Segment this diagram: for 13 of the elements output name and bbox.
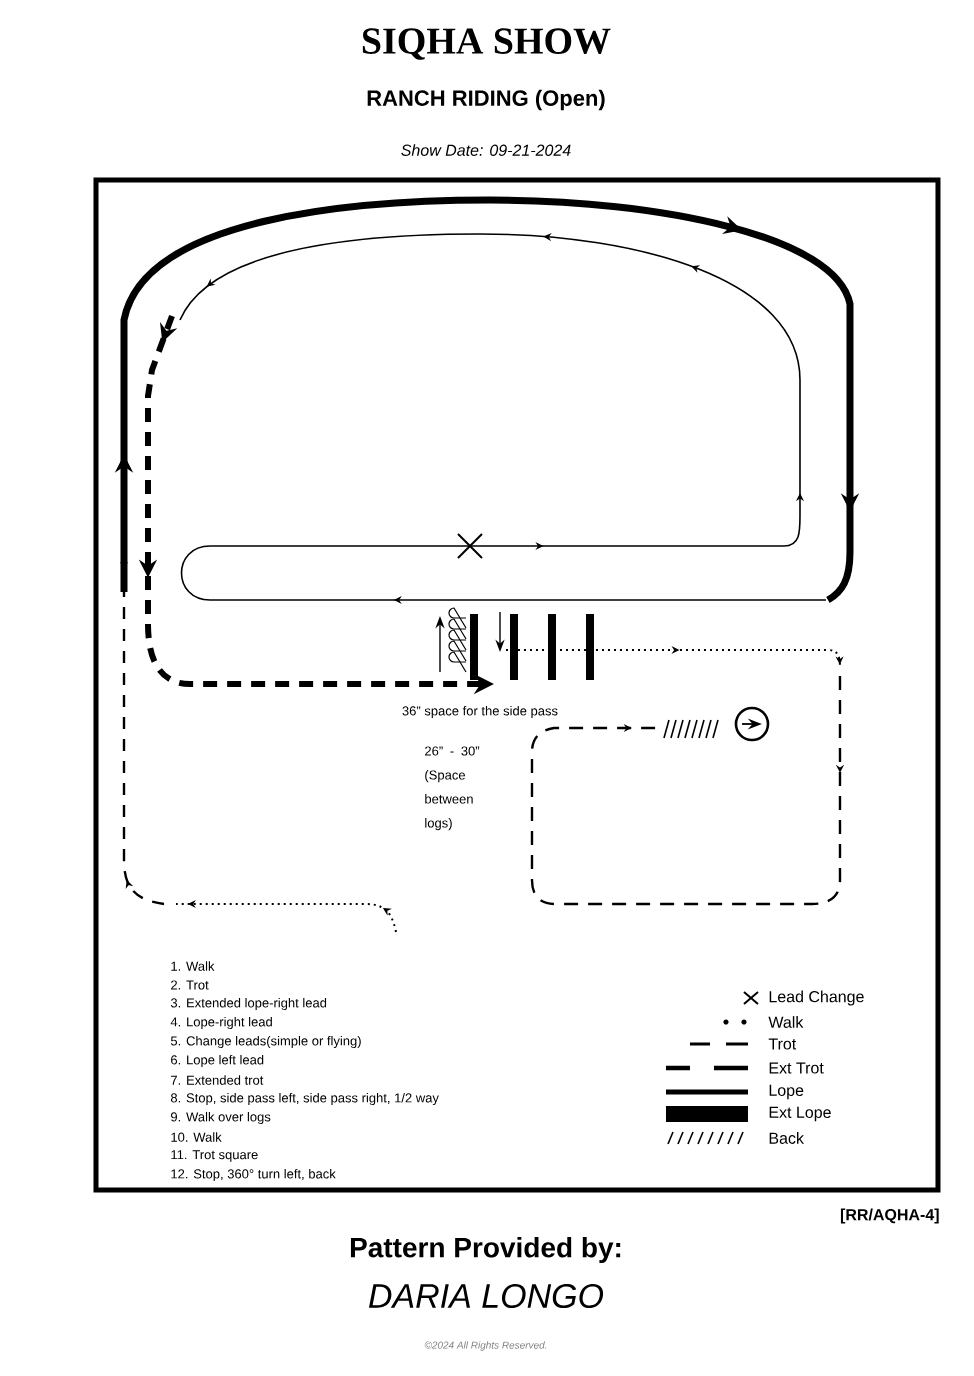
legend-label: Ext Trot: [769, 1062, 824, 1074]
legend-label: Trot: [768, 1038, 797, 1050]
heading: Pattern Provided by:: [350, 1236, 621, 1264]
pattern-code: [RR/AQHA-4]: [840, 1208, 939, 1224]
legend-label: Walk: [768, 1016, 804, 1028]
legend-label: Back: [769, 1132, 804, 1144]
legend-label: Lope: [769, 1084, 804, 1100]
legend-label: Ext Lope: [769, 1106, 831, 1122]
author-name: DARIA LONGO: [368, 1283, 604, 1309]
show-date: Show Date: 09-21-2024: [401, 144, 571, 156]
title: SIQHA SHOW: [362, 28, 611, 60]
subtitle: RANCH RIDING (Open): [367, 89, 605, 111]
legend-label: Lead Change: [769, 990, 864, 1006]
